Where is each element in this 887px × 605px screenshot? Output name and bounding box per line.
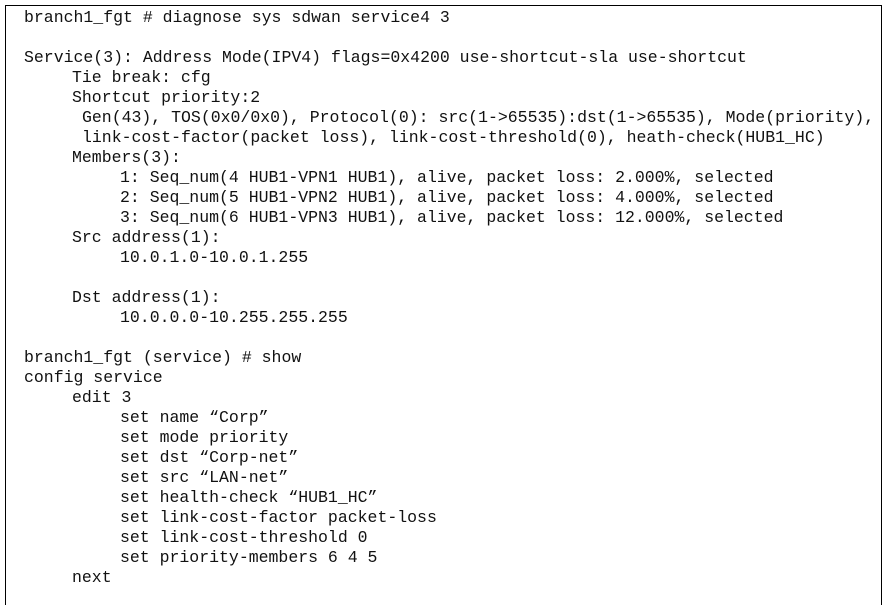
terminal-line: set link-cost-factor packet-loss xyxy=(120,508,437,527)
terminal-line: 2: Seq_num(5 HUB1-VPN2 HUB1), alive, pac… xyxy=(120,188,774,207)
terminal-line: next xyxy=(72,568,112,587)
terminal-line: set mode priority xyxy=(120,428,289,447)
terminal-line: 1: Seq_num(4 HUB1-VPN1 HUB1), alive, pac… xyxy=(120,168,774,187)
terminal-line: Dst address(1): xyxy=(72,288,221,307)
terminal-line: Shortcut priority:2 xyxy=(72,88,261,107)
terminal-line: set name “Corp” xyxy=(120,408,269,427)
terminal-line: Service(3): Address Mode(IPV4) flags=0x4… xyxy=(24,48,747,67)
terminal-output: branch1_fgt # diagnose sys sdwan service… xyxy=(24,8,874,588)
terminal-line xyxy=(24,268,874,288)
terminal-line: Gen(43), TOS(0x0/0x0), Protocol(0): src(… xyxy=(82,108,875,127)
terminal-line: set link-cost-threshold 0 xyxy=(120,528,368,547)
terminal-line: 10.0.1.0-10.0.1.255 xyxy=(120,248,309,267)
terminal-line: 3: Seq_num(6 HUB1-VPN3 HUB1), alive, pac… xyxy=(120,208,784,227)
terminal-line: 10.0.0.0-10.255.255.255 xyxy=(120,308,348,327)
terminal-line xyxy=(24,28,874,48)
terminal-line: branch1_fgt # diagnose sys sdwan service… xyxy=(24,8,450,27)
terminal-line: set dst “Corp-net” xyxy=(120,448,299,467)
terminal-frame xyxy=(5,5,882,605)
terminal-line: set src “LAN-net” xyxy=(120,468,289,487)
terminal-line: Members(3): xyxy=(72,148,181,167)
terminal-line: Src address(1): xyxy=(72,228,221,247)
terminal-line xyxy=(24,328,874,348)
terminal-line: config service xyxy=(24,368,163,387)
terminal-line: Tie break: cfg xyxy=(72,68,211,87)
terminal-line: link-cost-factor(packet loss), link-cost… xyxy=(82,128,825,147)
terminal-line: branch1_fgt (service) # show xyxy=(24,348,302,367)
terminal-line: edit 3 xyxy=(72,388,132,407)
terminal-line: set priority-members 6 4 5 xyxy=(120,548,378,567)
terminal-line: set health-check “HUB1_HC” xyxy=(120,488,378,507)
